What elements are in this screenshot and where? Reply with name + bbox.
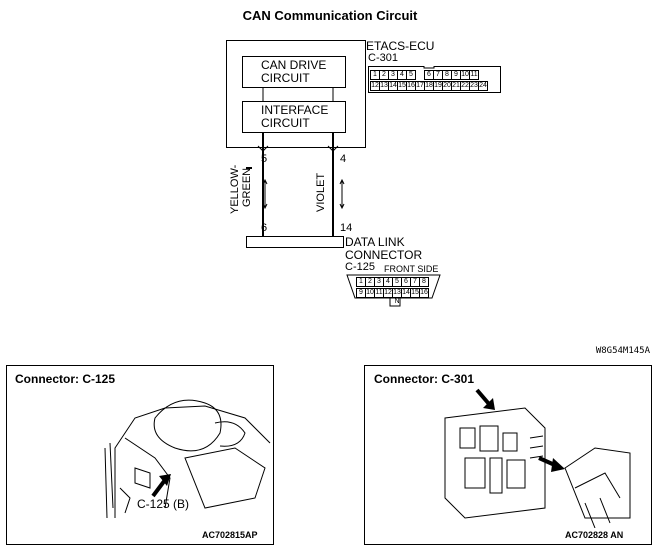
dlc-front-side-label: FRONT SIDE (384, 264, 439, 274)
can-drive-circuit-block: CAN DRIVE CIRCUIT (242, 56, 346, 88)
dlc-key-label: N (394, 298, 400, 305)
ecu-pin: 5 (406, 70, 416, 80)
dlc-row2: 9 10 11 12 13 14 15 16 (356, 288, 429, 298)
ecu-pin: 20 (442, 81, 452, 91)
dlc-bar (246, 236, 344, 248)
ecu-pin: 6 (424, 70, 434, 80)
ecu-pin: 23 (469, 81, 479, 91)
interface-line1: INTERFACE (261, 103, 329, 117)
panel-c125: Connector: C-125 C-125 (B) AC702815AP (6, 365, 274, 545)
ecu-pin: 1 (370, 70, 380, 80)
pin-label-left-top: 5 (261, 153, 268, 165)
panel-c125-code: AC702815AP (202, 530, 258, 540)
ecu-pin-blank (416, 71, 425, 80)
ecu-pin: 12 (370, 81, 380, 91)
ecu-pin: 8 (442, 70, 452, 80)
dlc-row1: 1 2 3 4 5 6 7 8 (356, 277, 429, 287)
panel-c301-code: AC702828 AN (565, 530, 624, 540)
ecu-connector-label: C-301 (368, 52, 398, 64)
arrow-icon (538, 456, 565, 472)
dlc-pin: 2 (365, 277, 375, 287)
diagram-title: CAN Communication Circuit (242, 8, 418, 23)
wire-color-green: GREEN (241, 167, 253, 207)
ecu-pin: 13 (379, 81, 389, 91)
figure-code: W8G54M145A (595, 346, 650, 356)
panel-c125-title: Connector: C-125 (15, 372, 116, 386)
ecu-pin: 14 (388, 81, 398, 91)
dlc-pin: 9 (356, 288, 366, 298)
dlc-connector-label: C-125 (345, 261, 375, 273)
dlc-pin: 3 (374, 277, 384, 287)
ecu-pin: 11 (469, 70, 479, 80)
ecu-pin: 16 (406, 81, 416, 91)
panel-c301: Connector: C-301 AC702828 AN (364, 365, 652, 545)
panel-c301-title: Connector: C-301 (374, 372, 475, 386)
ecu-pin: 18 (424, 81, 434, 91)
ecu-connector-row1: 1 2 3 4 5 6 7 8 9 10 11 (370, 70, 479, 80)
dlc-pin: 16 (419, 288, 429, 298)
dlc-name-line2: CONNECTOR (345, 248, 423, 262)
arrow-icon (151, 474, 171, 498)
dlc-pin: 13 (392, 288, 402, 298)
ecu-pin: 17 (415, 81, 425, 91)
dlc-pin: 7 (410, 277, 420, 287)
dlc-pin: 1 (356, 277, 366, 287)
ecu-pin: 2 (379, 70, 389, 80)
ecu-pin: 22 (460, 81, 470, 91)
can-drive-line2: CIRCUIT (261, 71, 310, 85)
ecu-pin: 4 (397, 70, 407, 80)
dlc-pin: 8 (419, 277, 429, 287)
callout-c125: C-125 (B) (137, 497, 190, 511)
interface-circuit-block: INTERFACE CIRCUIT (242, 101, 346, 133)
ecu-name-label: ETACS-ECU (366, 39, 435, 53)
ecu-pin: 21 (451, 81, 461, 91)
ecu-module-illustration (444, 407, 631, 528)
dlc-pin: 14 (401, 288, 411, 298)
dlc-pin: 12 (383, 288, 393, 298)
dlc-pin: 4 (383, 277, 393, 287)
dlc-pin: 6 (401, 277, 411, 287)
wire-color-violet: VIOLET (315, 172, 327, 212)
ecu-pin: 7 (433, 70, 443, 80)
ecu-connector-row2: 12 13 14 15 16 17 18 19 20 21 22 23 24 (370, 81, 488, 91)
pin-label-right-bottom: 14 (340, 222, 353, 234)
wiring-lines (246, 88, 345, 244)
dlc-pin: 10 (365, 288, 375, 298)
ecu-pin: 24 (478, 81, 488, 91)
ecu-pin: 10 (460, 70, 470, 80)
ecu-pin: 9 (451, 70, 461, 80)
ecu-pin: 3 (388, 70, 398, 80)
wire-color-yellow: YELLOW- (229, 164, 241, 214)
dlc-pin: 15 (410, 288, 420, 298)
dashboard-illustration (104, 399, 271, 519)
ecu-pin: 19 (433, 81, 443, 91)
ecu-pin: 15 (397, 81, 407, 91)
can-drive-line1: CAN DRIVE (261, 58, 327, 72)
pin-label-right-top: 4 (340, 153, 347, 165)
dlc-pin: 11 (374, 288, 384, 298)
arrow-icon (475, 388, 495, 410)
etacs-ecu-box (226, 40, 366, 148)
pin-label-left-bottom: 6 (261, 222, 268, 234)
dlc-name-line1: DATA LINK (345, 235, 405, 249)
dlc-pin: 5 (392, 277, 402, 287)
interface-line2: CIRCUIT (261, 116, 310, 130)
